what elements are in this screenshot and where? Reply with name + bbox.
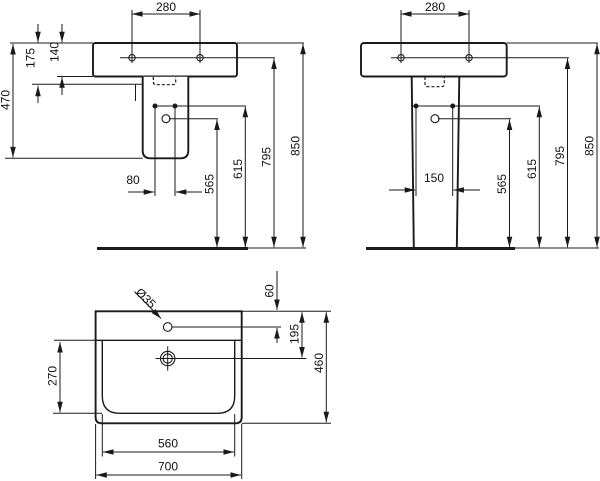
view-front-full-pedestal: 280 150 565 615 795 850 (360, 0, 600, 250)
dim-label-hole-spacing-right: 280 (425, 0, 445, 14)
dim-label-outlet-spacing-left: 80 (126, 173, 140, 187)
drain-recess-hidden-line-right (424, 77, 445, 88)
wall-fixing-point-right (172, 103, 178, 109)
dim-label-trap-height-right: 565 (495, 174, 509, 194)
view-plan: Ø35 60 195 460 270 560 700 (46, 271, 331, 479)
wall-fixing-point-left (152, 103, 158, 109)
dim-label-taphole-offset: 60 (263, 284, 277, 298)
dim-label-semi-pedestal-drop: 470 (0, 90, 13, 110)
dim-label-hole-height-left: 795 (260, 147, 274, 167)
dim-label-rim-thickness: 140 (48, 42, 62, 62)
dim-label-rim-height-left: 850 (289, 136, 303, 156)
dim-label-bowl-width: 560 (158, 437, 178, 451)
dim-label-fixing-height-left: 615 (231, 159, 245, 179)
dim-label-outlet-spacing-right: 150 (424, 171, 444, 185)
extension-lines-right-view (391, 10, 598, 196)
basin-plan-outline (94, 310, 243, 425)
dim-label-hole-spacing-left: 280 (156, 0, 176, 14)
dim-label-rim-to-fixing: 175 (24, 48, 38, 68)
dim-label-taphole-diameter: Ø35 (133, 285, 159, 311)
dim-label-overall-width: 700 (158, 460, 178, 474)
taphole-fixing-right-icon-right-view (465, 53, 473, 62)
bowl-outline (101, 341, 236, 414)
dimensions-right-view: 280 150 565 615 795 850 (389, 0, 600, 248)
extension-lines-left-view (5, 10, 304, 196)
view-front-semi-pedestal: 280 175 140 470 80 565 615 795 850 (0, 0, 306, 250)
pedestal-left-edge (410, 76, 415, 249)
taphole-fixing-left-icon-right-view (397, 53, 405, 62)
dim-label-fixing-height-right: 615 (525, 159, 539, 179)
basin-outline (92, 42, 238, 78)
taphole-fixing-left-icon (128, 53, 136, 62)
waste-outlet-right-view (430, 114, 440, 124)
dim-label-hole-height-right: 795 (553, 146, 567, 166)
dim-label-trap-height-left: 565 (203, 174, 217, 194)
extension-lines-plan-view (53, 310, 331, 479)
pedestal-right-edge (455, 76, 461, 249)
dim-label-bowl-depth: 270 (46, 366, 60, 386)
dim-label-rim-height-right: 850 (583, 136, 597, 156)
drain-recess-hidden-line (152, 77, 177, 86)
dim-label-overall-depth: 460 (312, 353, 326, 373)
waste-outlet (161, 114, 171, 124)
taphole-fixing-right-icon (196, 53, 204, 62)
dim-label-drain-offset: 195 (288, 324, 302, 344)
dimensions-left-view: 280 175 140 470 80 565 615 795 850 (0, 0, 306, 248)
wall-fixing-point-right-right-view (450, 103, 456, 109)
semi-pedestal-outline (141, 76, 190, 160)
wall-fixing-point-left-right-view (413, 103, 419, 109)
basin-outline-right (360, 42, 508, 78)
